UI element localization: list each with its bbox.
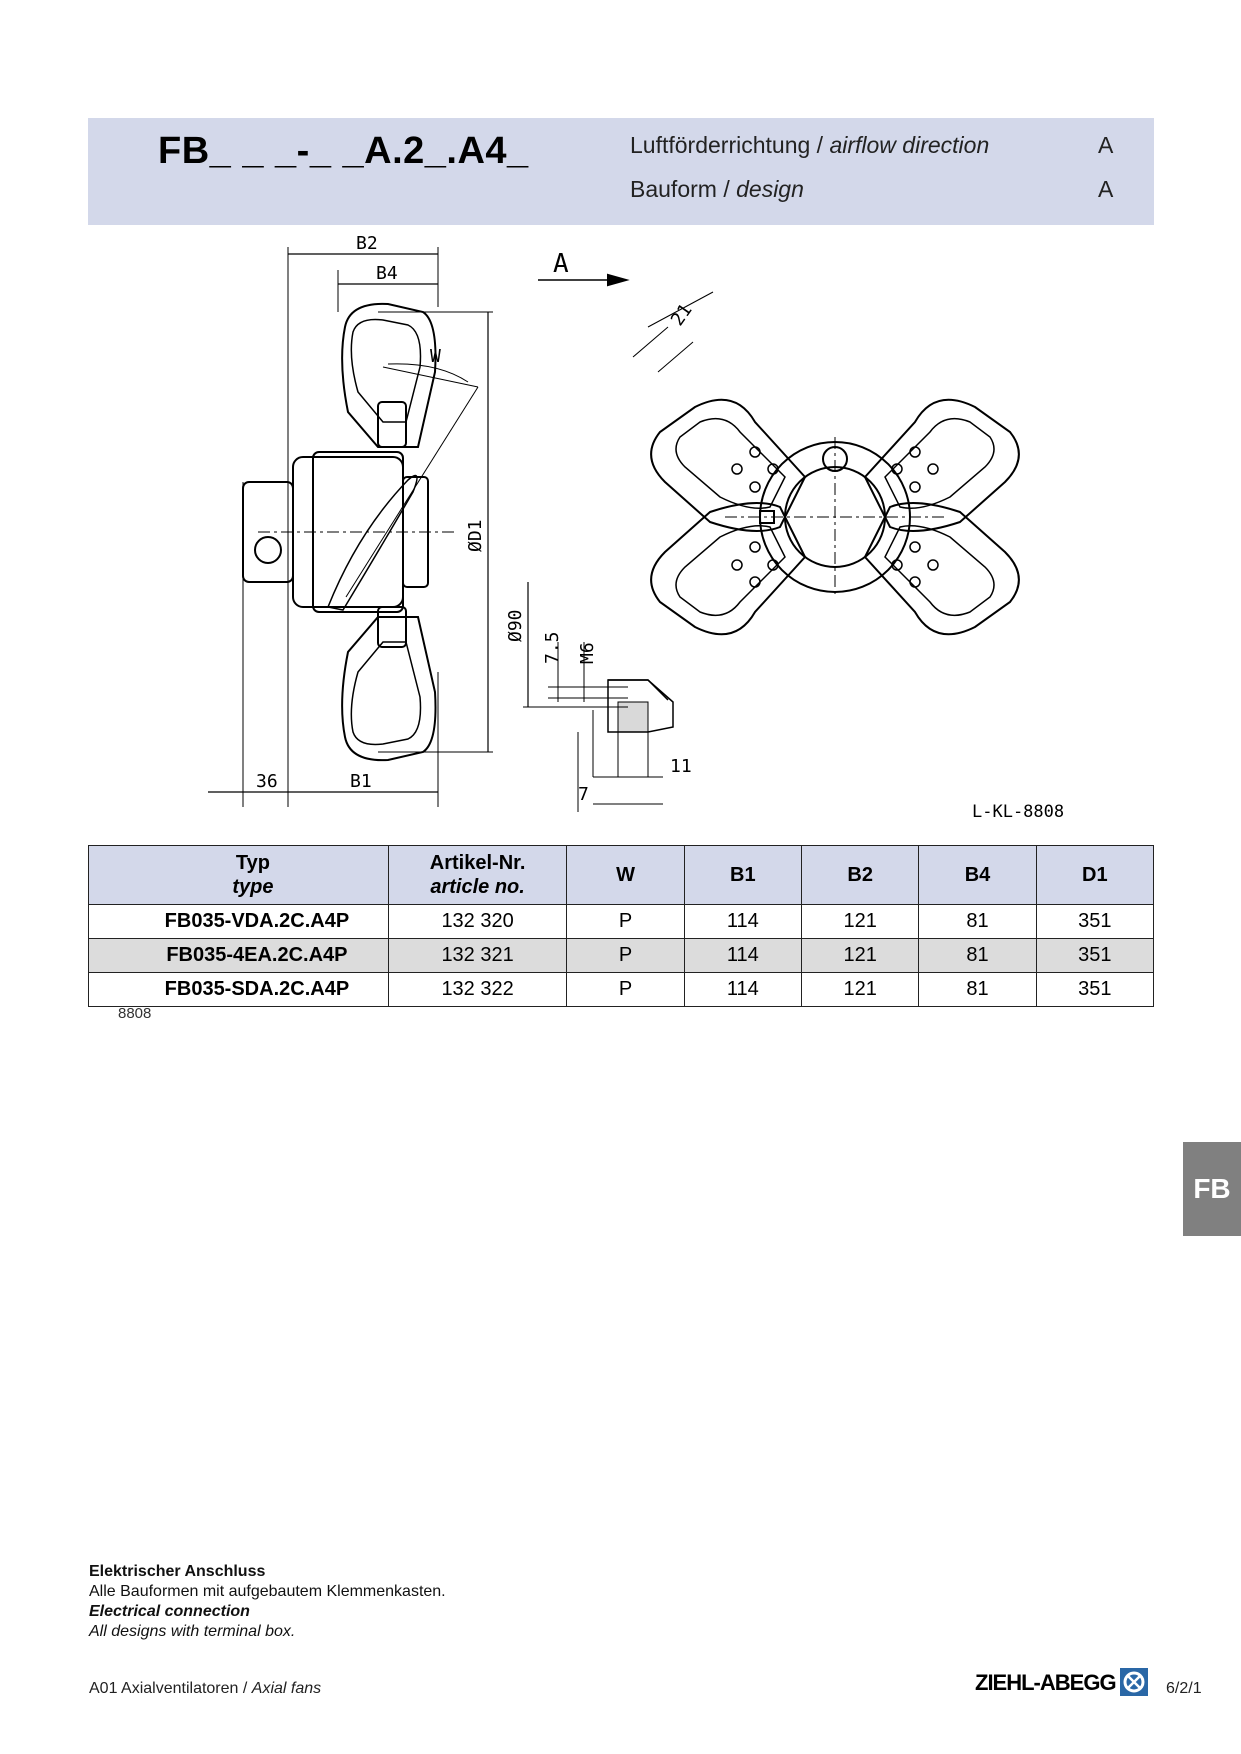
cell-b2: 121 [800,972,920,1007]
label-7-5: 7.5 [542,631,563,664]
cell-type: FB035-VDA.2C.A4P [88,904,389,939]
page-number: 6/2/1 [1166,1680,1202,1697]
cell-w: P [566,904,685,939]
cell-w: P [566,972,685,1007]
section-tab-fb[interactable]: FB [1183,1142,1241,1236]
notes-title-en: Electrical connection [89,1603,250,1620]
design-label-en: design [736,176,804,202]
label-m6: M6 [577,642,598,664]
cell-b1: 114 [683,904,803,939]
label-21: 21 [667,300,697,330]
header-b4: B4 [918,845,1037,905]
header-w: W [566,845,685,905]
cell-b4: 81 [918,938,1037,973]
notes-title-de: Elektrischer Anschluss [89,1563,266,1580]
brand-logo-text: ZIEHL-ABEGG [975,1670,1117,1695]
cell-b4: 81 [918,972,1037,1007]
airflow-direction-label: Luftförderrichtung / airflow direction [630,132,989,159]
cell-b1: 114 [683,972,803,1007]
brand-logo-icon [1120,1668,1148,1696]
cell-b1: 114 [683,938,803,973]
cell-b2: 121 [800,938,920,973]
label-11: 11 [670,756,692,777]
label-arrow-a: A [553,249,569,279]
cell-b2: 121 [800,904,920,939]
label-7: 7 [578,784,589,805]
cell-article: 132 322 [387,972,568,1007]
footer-de: A01 Axialventilatoren / [89,1680,248,1697]
label-b1: B1 [350,771,372,792]
cell-article: 132 321 [387,938,568,973]
electrical-notes: Elektrischer Anschluss Alle Bauformen mi… [89,1562,446,1642]
drawing-reference: L-KL-8808 [972,802,1064,822]
design-label-de: Bauform / [630,176,730,202]
airflow-direction-value: A [1098,132,1114,158]
label-36: 36 [256,771,278,792]
cell-type: FB035-4EA.2C.A4P [88,938,389,973]
label-w: W [430,346,441,367]
product-code: FB_ _ _-_ _A.2_.A4_ [158,130,529,172]
cell-article: 132 320 [387,904,568,939]
design-value: A [1098,176,1114,202]
design-label: Bauform / design [630,176,804,203]
notes-text-en: All designs with terminal box. [89,1623,296,1640]
airflow-label-en: airflow direction [829,132,990,158]
table-row: FB035-4EA.2C.A4P 132 321 P 114 121 81 35… [88,938,1155,973]
table-row: FB035-VDA.2C.A4P 132 320 P 114 121 81 35… [88,904,1155,939]
cell-d1: 351 [1035,972,1155,1007]
cell-d1: 351 [1035,938,1155,973]
header-b2: B2 [800,845,920,905]
technical-drawing: B2 B4 W ØD1 Ø90 36 B1 A 21 7.5 M6 11 7 L… [208,233,1064,822]
header-d1: D1 [1035,845,1155,905]
label-d90: Ø90 [505,609,526,642]
footer-en: Axial fans [251,1680,322,1697]
header-band: FB_ _ _-_ _A.2_.A4_ Luftförderrichtung /… [88,118,1154,225]
cell-d1: 351 [1035,904,1155,939]
cell-b4: 81 [918,904,1037,939]
cell-type: FB035-SDA.2C.A4P [88,972,389,1007]
airflow-label-de: Luftförderrichtung / [630,132,824,158]
notes-text-de: Alle Bauformen mit aufgebautem Klemmenka… [89,1583,446,1600]
footer-section: A01 Axialventilatoren / Axial fans [89,1680,321,1698]
table-row: FB035-SDA.2C.A4P 132 322 P 114 121 81 35… [88,972,1155,1007]
header-article: Artikel-Nr.article no. [387,845,568,905]
table-reference: 8808 [118,1005,152,1022]
cell-w: P [566,938,685,973]
label-d1: ØD1 [465,519,486,552]
label-b2: B2 [356,233,378,254]
header-b1: B1 [683,845,803,905]
label-b4: B4 [376,263,398,284]
